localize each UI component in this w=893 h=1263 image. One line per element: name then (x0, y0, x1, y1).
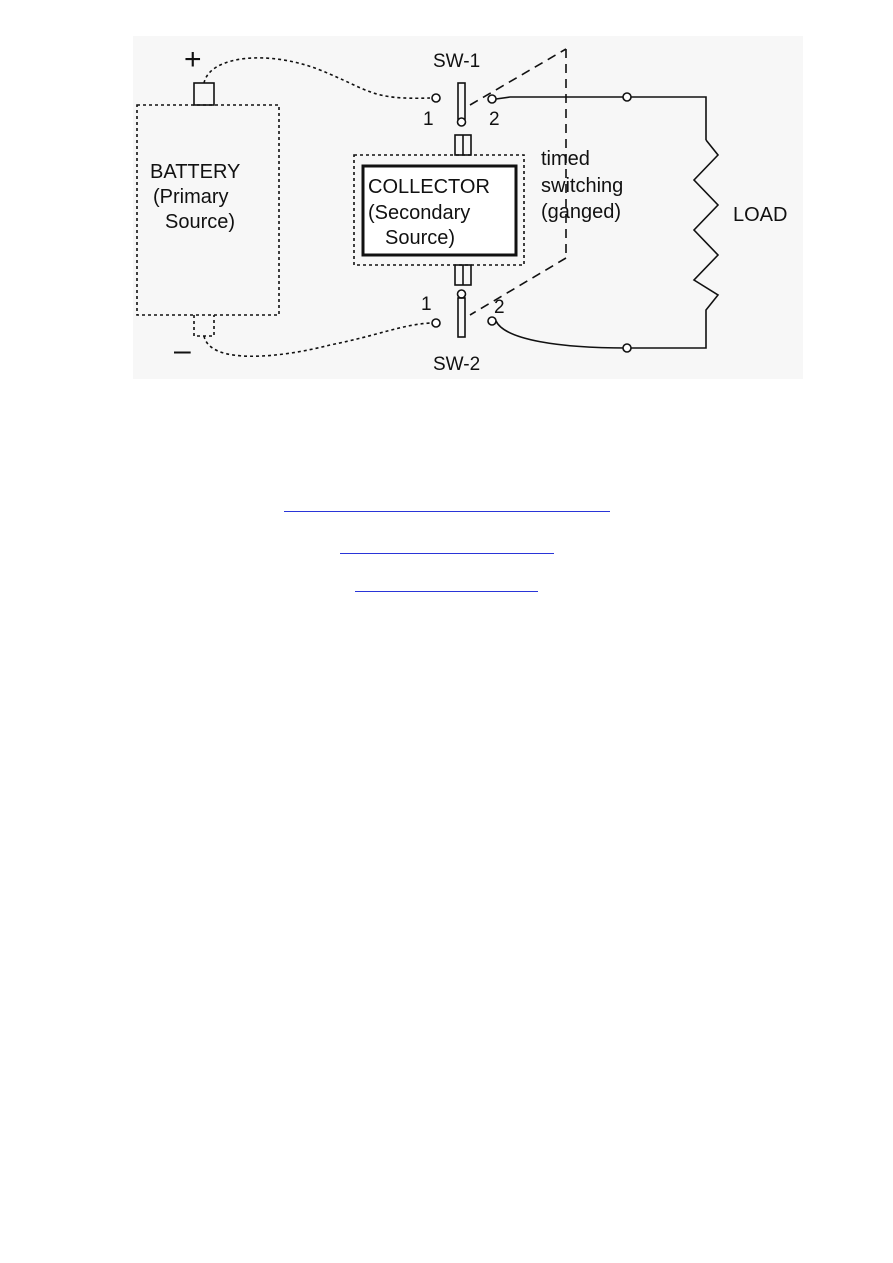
sw1-terminal-1 (431, 93, 441, 103)
sw1-label: SW-1 (433, 51, 480, 72)
sw2-position-1-label: 1 (421, 294, 432, 315)
sw1-position-2-label: 2 (489, 109, 500, 130)
wire-sw2-to-load (495, 320, 628, 349)
timed-label-line1: timed (541, 148, 590, 170)
wire-battery-positive-to-sw1 (203, 57, 431, 100)
gang-link-top (469, 48, 567, 106)
link-row-3 (0, 590, 893, 604)
circuit-diagram: + – BATTERY (Primary Source) SW-1 1 2 1 … (133, 36, 803, 379)
collector-label-line1: COLLECTOR (368, 176, 490, 198)
timed-label-line2: switching (541, 175, 623, 197)
load-resistor (627, 139, 720, 349)
load-bottom-node (622, 343, 632, 353)
sw2-position-2-label: 2 (494, 297, 505, 318)
wire-battery-negative-to-sw2 (203, 322, 431, 358)
sw1-terminal-2 (487, 94, 497, 104)
link-row-1 (0, 510, 893, 524)
collector-label-line3: Source) (385, 227, 455, 249)
sw2-pivot (456, 289, 467, 299)
battery-label-line1: BATTERY (150, 161, 240, 183)
sw1-position-1-label: 1 (423, 109, 434, 130)
battery-label-line3: Source) (165, 211, 235, 233)
gang-link-bottom (469, 257, 567, 316)
sw2-terminal-2 (487, 316, 497, 326)
minus-sign: – (174, 334, 191, 367)
sw2-terminal-1 (431, 318, 441, 328)
plus-sign: + (184, 43, 202, 76)
link-row-2 (0, 552, 893, 566)
wire-sw1-to-load (495, 96, 707, 140)
hyperlink-2[interactable] (339, 552, 554, 554)
battery-box (136, 104, 280, 316)
load-top-node (622, 92, 632, 102)
hyperlink-3[interactable] (355, 590, 538, 592)
collector-label-line2: (Secondary (368, 202, 470, 224)
sw2-blade (457, 297, 466, 338)
collector-outer-box (353, 154, 525, 266)
hyperlink-1[interactable] (283, 510, 610, 512)
collector-box (361, 164, 518, 257)
load-label: LOAD (733, 204, 787, 226)
battery-label-line2: (Primary (153, 186, 229, 208)
sw2-label: SW-2 (433, 354, 480, 375)
sw1-pivot (456, 117, 467, 127)
timed-label-line3: (ganged) (541, 201, 621, 223)
